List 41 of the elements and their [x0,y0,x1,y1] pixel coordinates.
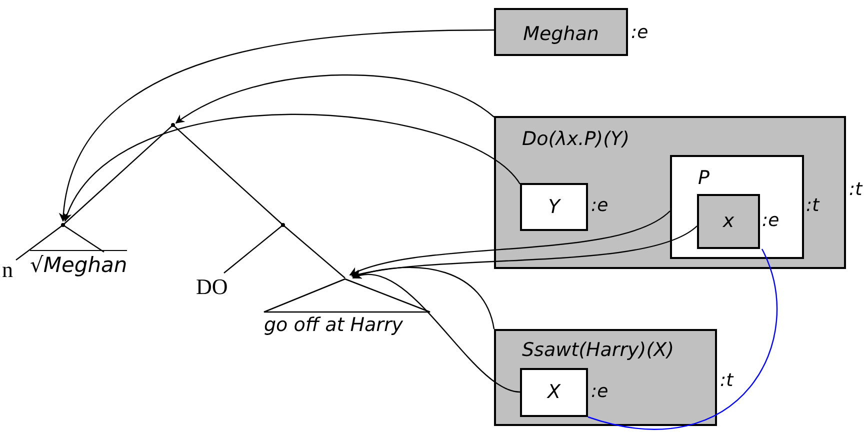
term-text: Do(λx.P)(Y) [522,130,630,149]
tree-branch [62,224,104,252]
term-box [520,368,588,417]
term-box [697,194,760,249]
tree-branch [62,124,174,226]
term-text: Ssawt(Harry)(X) [522,341,674,360]
arrow [352,266,495,330]
term-box [520,183,588,231]
tree-branch [172,124,284,226]
term-text: Meghan [522,25,600,44]
arrow [349,210,670,276]
tree-branch [16,224,64,260]
tree-leaf-label: n [2,258,20,282]
term-text: Y [547,198,562,217]
term-text: x [722,212,736,231]
tree-node-point [171,123,175,127]
term-text: P [698,169,710,188]
type-label: :e [591,197,608,215]
arrow [351,226,698,279]
arrow [60,29,494,222]
type-label: :t [720,372,734,390]
tree-leaf-label: DO [196,275,246,301]
tree-node-point [281,223,285,227]
type-label: :t [849,181,862,199]
arrow [175,74,494,124]
arrow [64,114,520,222]
tree-branch [224,224,284,274]
root-label: √Meghan [30,250,128,277]
type-label: :e [762,212,780,230]
type-label: :t [806,197,820,215]
tree-node-point [61,223,65,227]
type-label: :e [591,383,608,401]
type-label: :e [631,24,648,42]
tree-branch [282,224,346,278]
term-text: X [546,383,562,402]
connector-line [588,248,778,430]
term-container-box [494,329,717,426]
term-container-box [494,116,846,269]
term-box [494,8,628,56]
arrow [352,272,520,393]
term-container-box [670,155,804,259]
